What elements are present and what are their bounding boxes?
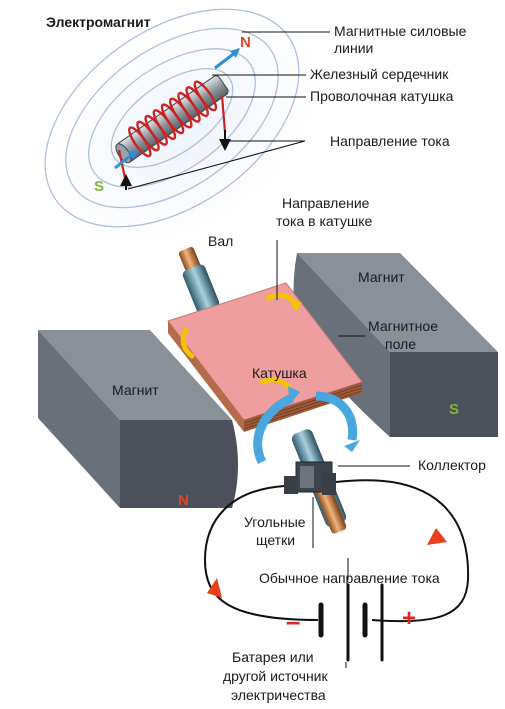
label-carbon-brushes: Угольные bbox=[244, 514, 306, 530]
label-battery-1: Батарея или bbox=[232, 649, 314, 665]
magnet-north-label: N bbox=[178, 492, 189, 509]
label-field-lines: Магнитные силовые bbox=[334, 23, 467, 39]
label-magnetic-field: Магнитное bbox=[368, 318, 438, 334]
circuit-wire bbox=[203, 479, 470, 623]
magnet-right-label: Магнит bbox=[358, 269, 405, 285]
label-battery-3: электричества bbox=[231, 687, 326, 703]
current-arrow-left bbox=[207, 578, 222, 598]
label-conventional-current: Обычное направление тока bbox=[259, 570, 440, 586]
battery bbox=[318, 583, 384, 662]
electromagnet-illustration: N S bbox=[44, 8, 320, 247]
label-iron-core: Железный сердечник bbox=[310, 66, 449, 82]
label-shaft: Вал bbox=[208, 233, 233, 249]
wire-coil bbox=[128, 80, 218, 158]
label-coil: Катушка bbox=[252, 365, 307, 381]
carbon-brushes bbox=[284, 473, 336, 495]
rotation-arrows bbox=[253, 391, 358, 465]
label-current-direction: Направление тока bbox=[330, 133, 450, 149]
motor-leader-lines bbox=[276, 240, 410, 668]
top-leader-lines bbox=[127, 31, 330, 190]
current-arrow-right bbox=[427, 528, 447, 545]
magnet-south-label: S bbox=[449, 401, 459, 418]
battery-minus: – bbox=[286, 606, 300, 636]
label-carbon-brushes-2: щетки bbox=[256, 532, 295, 548]
label-wire-coil: Проволочная катушка bbox=[310, 88, 454, 104]
label-coil-current: Направление bbox=[282, 195, 370, 211]
magnetic-field-lines bbox=[44, 8, 300, 228]
field-arrow-south bbox=[114, 151, 135, 170]
label-magnetic-field-2: поле bbox=[385, 336, 416, 352]
label-commutator: Коллектор bbox=[418, 457, 486, 473]
em-south-label: S bbox=[94, 178, 104, 195]
diagram-title: Электромагнит bbox=[46, 14, 151, 30]
left-magnet bbox=[38, 330, 238, 508]
right-magnet bbox=[293, 253, 498, 437]
battery-plus: + bbox=[402, 605, 416, 632]
em-north-label: N bbox=[240, 34, 251, 51]
field-arrow-north bbox=[214, 50, 237, 70]
label-field-lines-2: линии bbox=[334, 40, 373, 56]
magnet-left-label: Магнит bbox=[112, 382, 159, 398]
label-coil-current-2: тока в катушке bbox=[276, 213, 372, 229]
shaft bbox=[178, 247, 220, 314]
label-battery-2: другой источник bbox=[223, 668, 328, 684]
